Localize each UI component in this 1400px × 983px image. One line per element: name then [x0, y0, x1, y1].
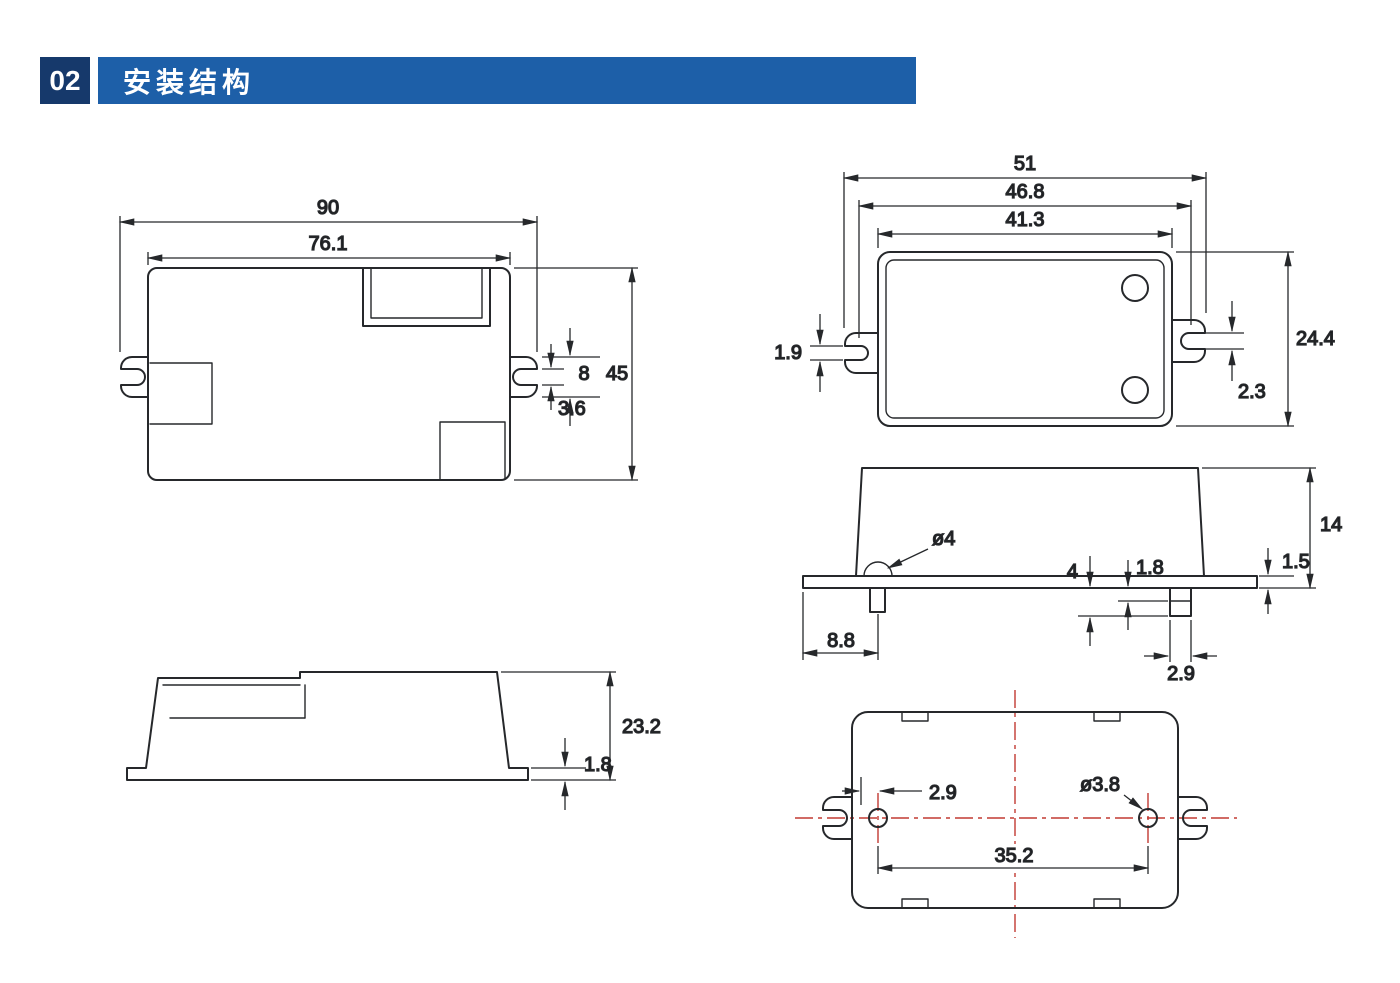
vent-notch	[901, 711, 929, 722]
dim-label-flange-thickness: 1.8	[584, 754, 612, 776]
left-foot	[869, 587, 886, 613]
screw-boss-bottom	[1121, 376, 1149, 404]
right-mounting-tab	[1177, 796, 1208, 840]
connector-opening-outer	[362, 268, 491, 327]
side-view-right-dimensions: ø4 14 1.5 4 1.8 8.8 2.9	[801, 466, 1343, 686]
vent-notch	[901, 898, 929, 909]
dim-label-slot-width: 3.6	[558, 398, 586, 420]
left-mounting-tab	[822, 796, 853, 840]
enclosure-body-outline	[147, 267, 511, 481]
right-mounting-tab	[509, 356, 538, 398]
vent-notch	[1093, 711, 1121, 722]
top-view-front-body	[120, 267, 538, 481]
dim-label-hole-spacing: 35.2	[995, 845, 1034, 867]
dim-label-body-width: 76.1	[309, 233, 348, 255]
top-view-front: 90 76.1 8 45 3.6	[118, 196, 638, 482]
right-foot	[1169, 587, 1192, 617]
connector-opening-inner	[370, 268, 483, 319]
dim-label-overall-width: 90	[317, 197, 339, 219]
side-view-front: 23.2 1.8	[126, 670, 662, 810]
dim-label-shoulder-width: 46.8	[1006, 181, 1045, 203]
interior-step-left	[149, 362, 213, 425]
enclosure-body-outline	[877, 251, 1173, 427]
left-mounting-tab	[120, 356, 149, 398]
side-view-front-body	[126, 671, 529, 781]
interior-step-bottom-right	[439, 421, 506, 480]
centerlines	[795, 690, 1237, 938]
bottom-view-body	[822, 711, 1208, 909]
side-view-right-body	[802, 467, 1258, 617]
top-view-back-dimensions: 51 46.8 41.3 24.4 1.9 2.3	[774, 152, 1336, 428]
leader-line	[886, 548, 929, 569]
dim-label-body-height: 24.4	[1296, 328, 1335, 350]
enclosure-side-outline	[126, 671, 529, 781]
dim-label-foot-height: 4	[1067, 561, 1078, 583]
leader-line	[1123, 794, 1144, 810]
right-mounting-hole	[1138, 808, 1158, 828]
dim-label-overall-height: 14	[1320, 514, 1342, 536]
section-title: 安装结构	[123, 66, 256, 98]
left-mounting-hole	[868, 808, 888, 828]
side-view-right: ø4 14 1.5 4 1.8 8.8 2.9	[801, 466, 1343, 686]
dim-label-edge-to-hole: 2.9	[929, 782, 957, 804]
top-view-back-body	[844, 251, 1206, 427]
bottom-view-dimensions: 2.9 ø3.8 35.2	[842, 773, 1150, 874]
vent-notch	[1093, 898, 1121, 909]
enclosure-bottom-outline	[851, 711, 1179, 909]
dim-label-right-slot: 2.3	[1238, 381, 1266, 403]
left-mounting-tab	[844, 332, 879, 374]
section-number-badge: 02	[40, 57, 90, 104]
dim-label-foot-step: 1.8	[1136, 557, 1164, 579]
mounting-flange	[802, 575, 1258, 589]
top-view-back: 51 46.8 41.3 24.4 1.9 2.3	[774, 152, 1336, 428]
dim-label-foot-width: 2.9	[1167, 663, 1195, 685]
dim-label-flange-thickness: 1.5	[1282, 551, 1310, 573]
dim-label-body-width: 41.3	[1006, 209, 1045, 231]
screw-boss-top	[1121, 274, 1149, 302]
enclosure-inner-outline	[885, 259, 1165, 419]
section-title-bar: 安装结构	[98, 57, 916, 104]
dim-label-body-height: 45	[606, 363, 628, 385]
right-mounting-tab	[1171, 319, 1206, 363]
top-view-front-dimensions: 90 76.1 8 45 3.6	[118, 196, 638, 482]
dim-label-tab-width: 8	[578, 363, 589, 385]
dim-label-flange-length: 8.8	[827, 630, 855, 652]
dim-label-hole-diameter: ø3.8	[1080, 774, 1120, 796]
dim-label-overall-height: 23.2	[622, 716, 661, 738]
slot-arch	[863, 561, 893, 577]
dim-label-left-slot: 1.9	[774, 342, 802, 364]
dim-label-hole-diameter: ø4	[932, 528, 955, 550]
side-view-front-dimensions: 23.2 1.8	[501, 670, 662, 810]
bottom-view: 2.9 ø3.8 35.2	[795, 690, 1237, 938]
dim-label-overall-width: 51	[1014, 153, 1036, 175]
